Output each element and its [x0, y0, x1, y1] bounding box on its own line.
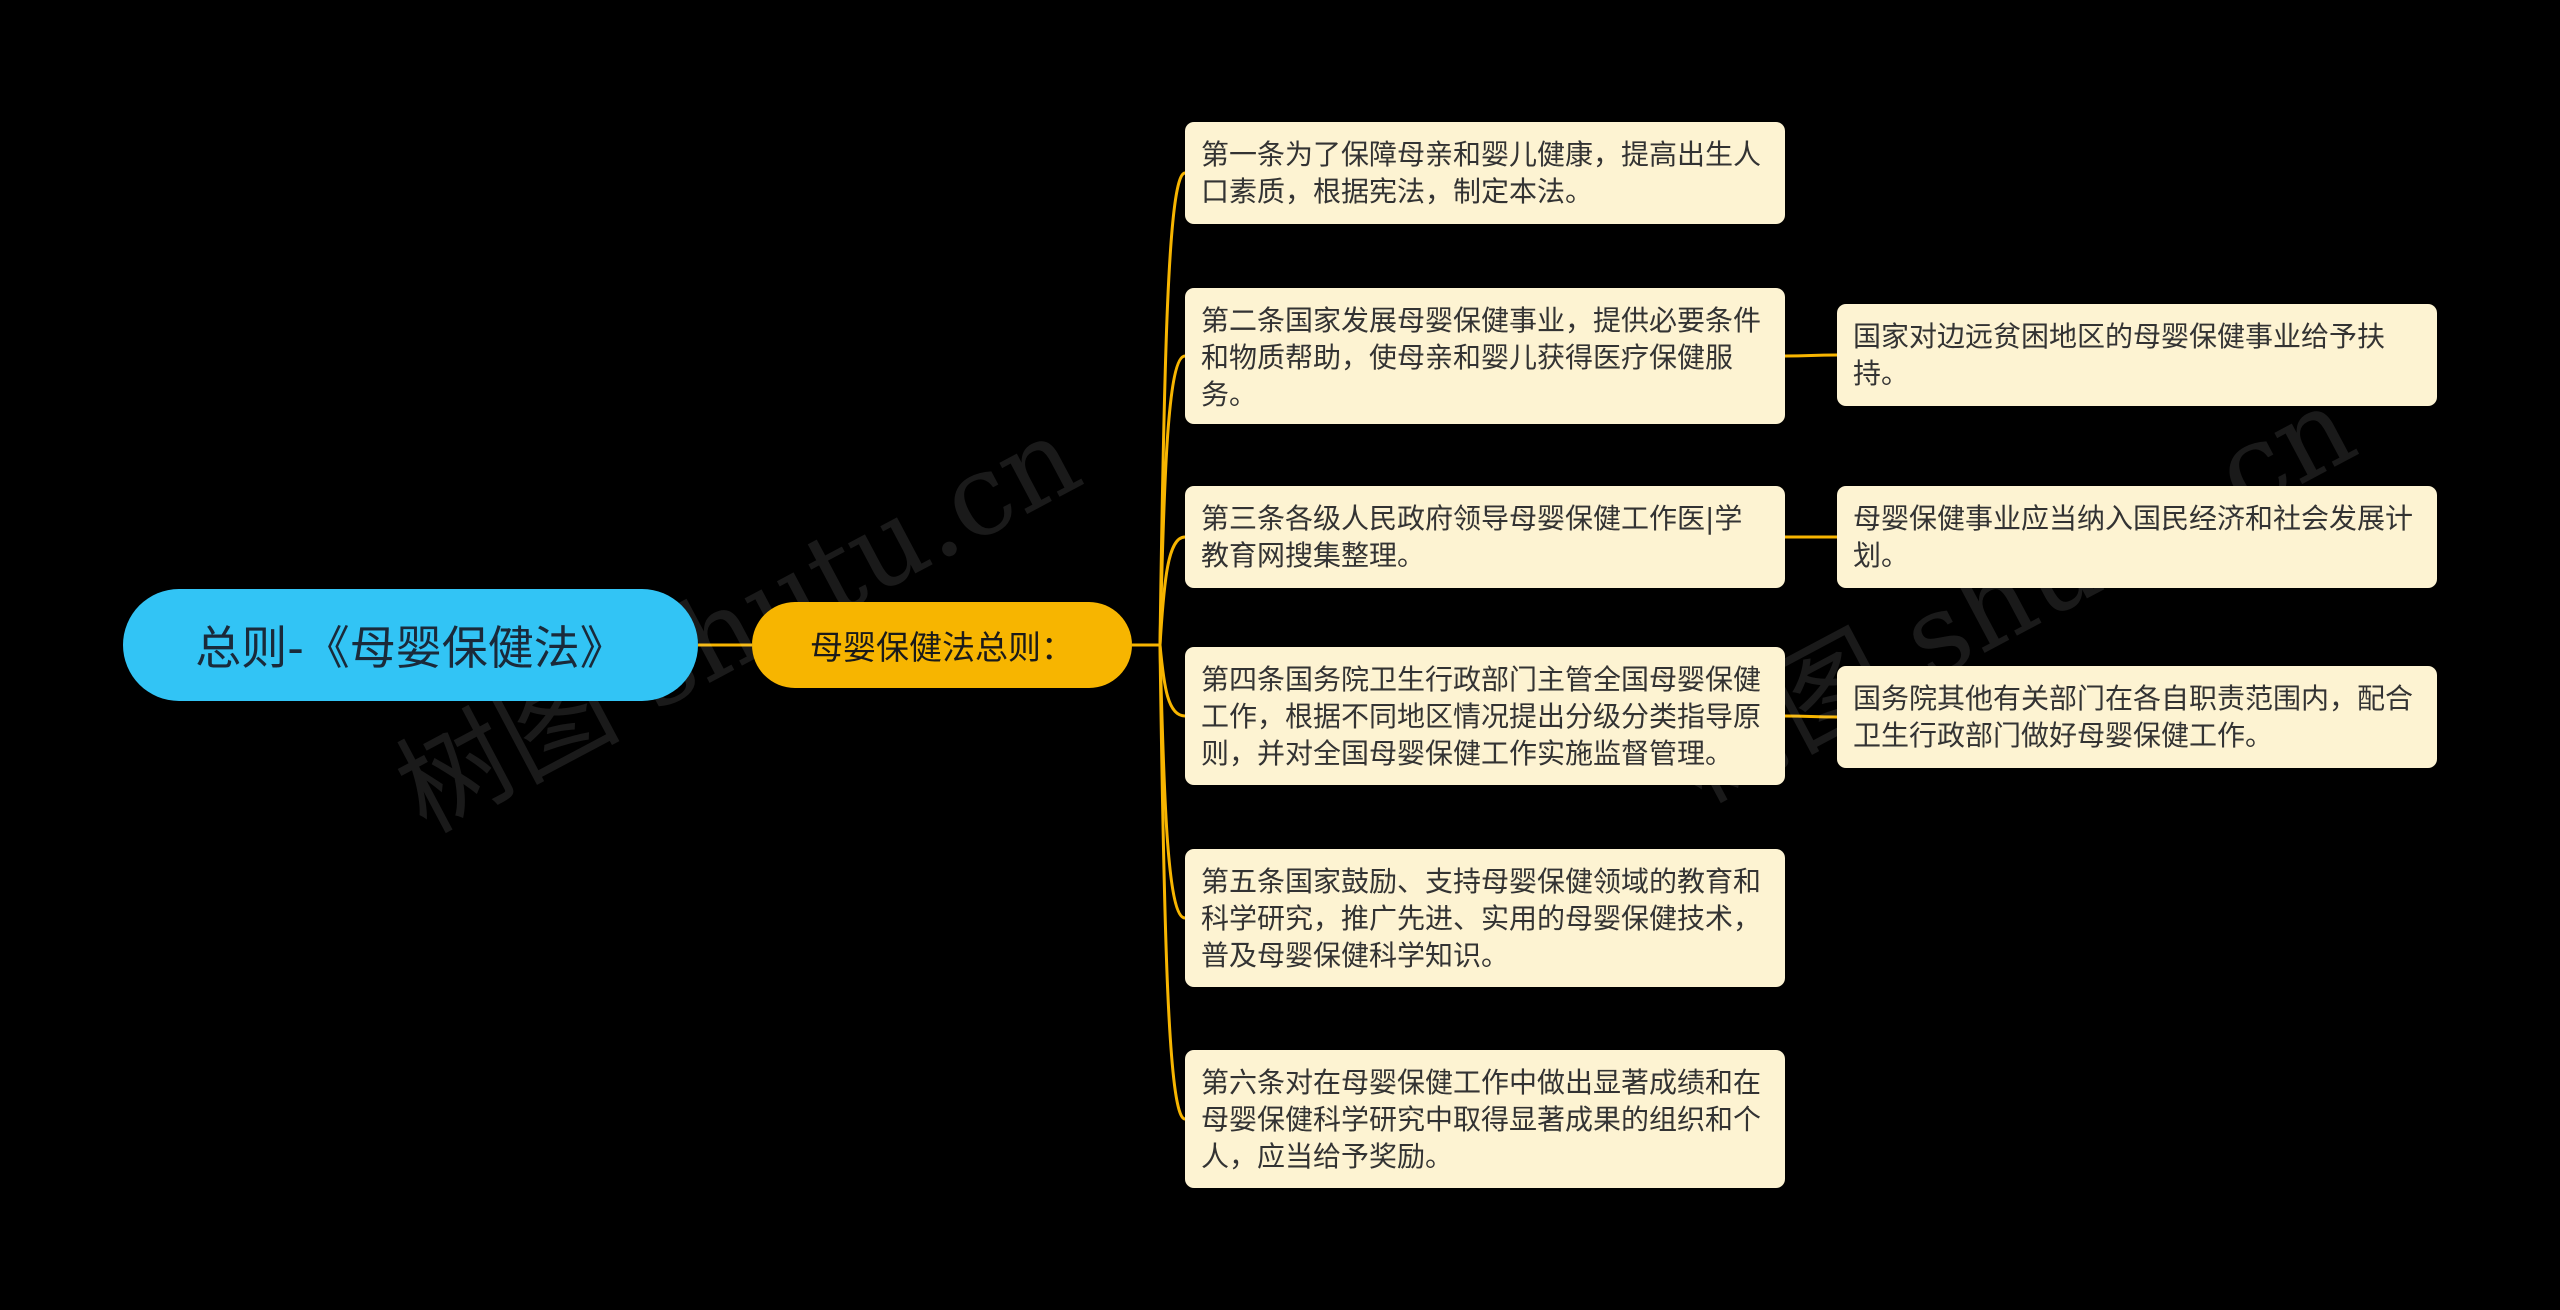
article-4-detail-node[interactable]: 国务院其他有关部门在各自职责范围内，配合卫生行政部门做好母婴保健工作。: [1837, 666, 2437, 768]
article-2-detail-node[interactable]: 国家对边远贫困地区的母婴保健事业给予扶持。: [1837, 304, 2437, 406]
hub-to-article-4-line: [1158, 644, 1186, 718]
hub-to-article-2-line: [1158, 354, 1186, 646]
article-3-detail-text: 母婴保健事业应当纳入国民经济和社会发展计划。: [1853, 502, 2414, 572]
article-4-text: 第四条国务院卫生行政部门主管全国母婴保健工作，根据不同地区情况提出分级分类指导原…: [1201, 663, 1762, 770]
article-3-node[interactable]: 第三条各级人民政府领导母婴保健工作医|学教育网搜集整理。: [1185, 486, 1785, 588]
article-5-text: 第五条国家鼓励、支持母婴保健领域的教育和科学研究，推广先进、实用的母婴保健技术，…: [1201, 865, 1762, 972]
hub-to-article-6-line: [1158, 644, 1186, 1121]
root-topic-label: 总则-《母婴保健法》: [195, 621, 626, 675]
hub-topic-label: 母婴保健法总则：: [810, 628, 1074, 667]
article-2-text: 第二条国家发展母婴保健事业，提供必要条件和物质帮助，使母亲和婴儿获得医疗保健服务…: [1201, 304, 1762, 411]
article-2-to-detail-line: [1784, 353, 1838, 358]
article-3-detail-node[interactable]: 母婴保健事业应当纳入国民经济和社会发展计划。: [1837, 486, 2437, 588]
hub-to-article-3-line: [1158, 535, 1186, 646]
article-5-node[interactable]: 第五条国家鼓励、支持母婴保健领域的教育和科学研究，推广先进、实用的母婴保健技术，…: [1185, 849, 1785, 987]
article-1-text: 第一条为了保障母亲和婴儿健康，提高出生人口素质，根据宪法，制定本法。: [1201, 138, 1762, 208]
article-4-node[interactable]: 第四条国务院卫生行政部门主管全国母婴保健工作，根据不同地区情况提出分级分类指导原…: [1185, 647, 1785, 785]
article-4-to-detail-line: [1784, 714, 1838, 719]
article-1-node[interactable]: 第一条为了保障母亲和婴儿健康，提高出生人口素质，根据宪法，制定本法。: [1185, 122, 1785, 224]
hub-topic-node[interactable]: 母婴保健法总则：: [752, 602, 1132, 688]
article-2-detail-text: 国家对边远贫困地区的母婴保健事业给予扶持。: [1853, 320, 2386, 390]
article-6-text: 第六条对在母婴保健工作中做出显著成绩和在母婴保健科学研究中取得显著成果的组织和个…: [1201, 1066, 1762, 1173]
article-4-detail-text: 国务院其他有关部门在各自职责范围内，配合卫生行政部门做好母婴保健工作。: [1853, 682, 2414, 752]
hub-to-article-1-line: [1158, 171, 1186, 646]
root-topic-node[interactable]: 总则-《母婴保健法》: [123, 589, 698, 701]
article-6-node[interactable]: 第六条对在母婴保健工作中做出显著成绩和在母婴保健科学研究中取得显著成果的组织和个…: [1185, 1050, 1785, 1188]
article-2-node[interactable]: 第二条国家发展母婴保健事业，提供必要条件和物质帮助，使母亲和婴儿获得医疗保健服务…: [1185, 288, 1785, 424]
article-3-text: 第三条各级人民政府领导母婴保健工作医|学教育网搜集整理。: [1201, 502, 1743, 572]
